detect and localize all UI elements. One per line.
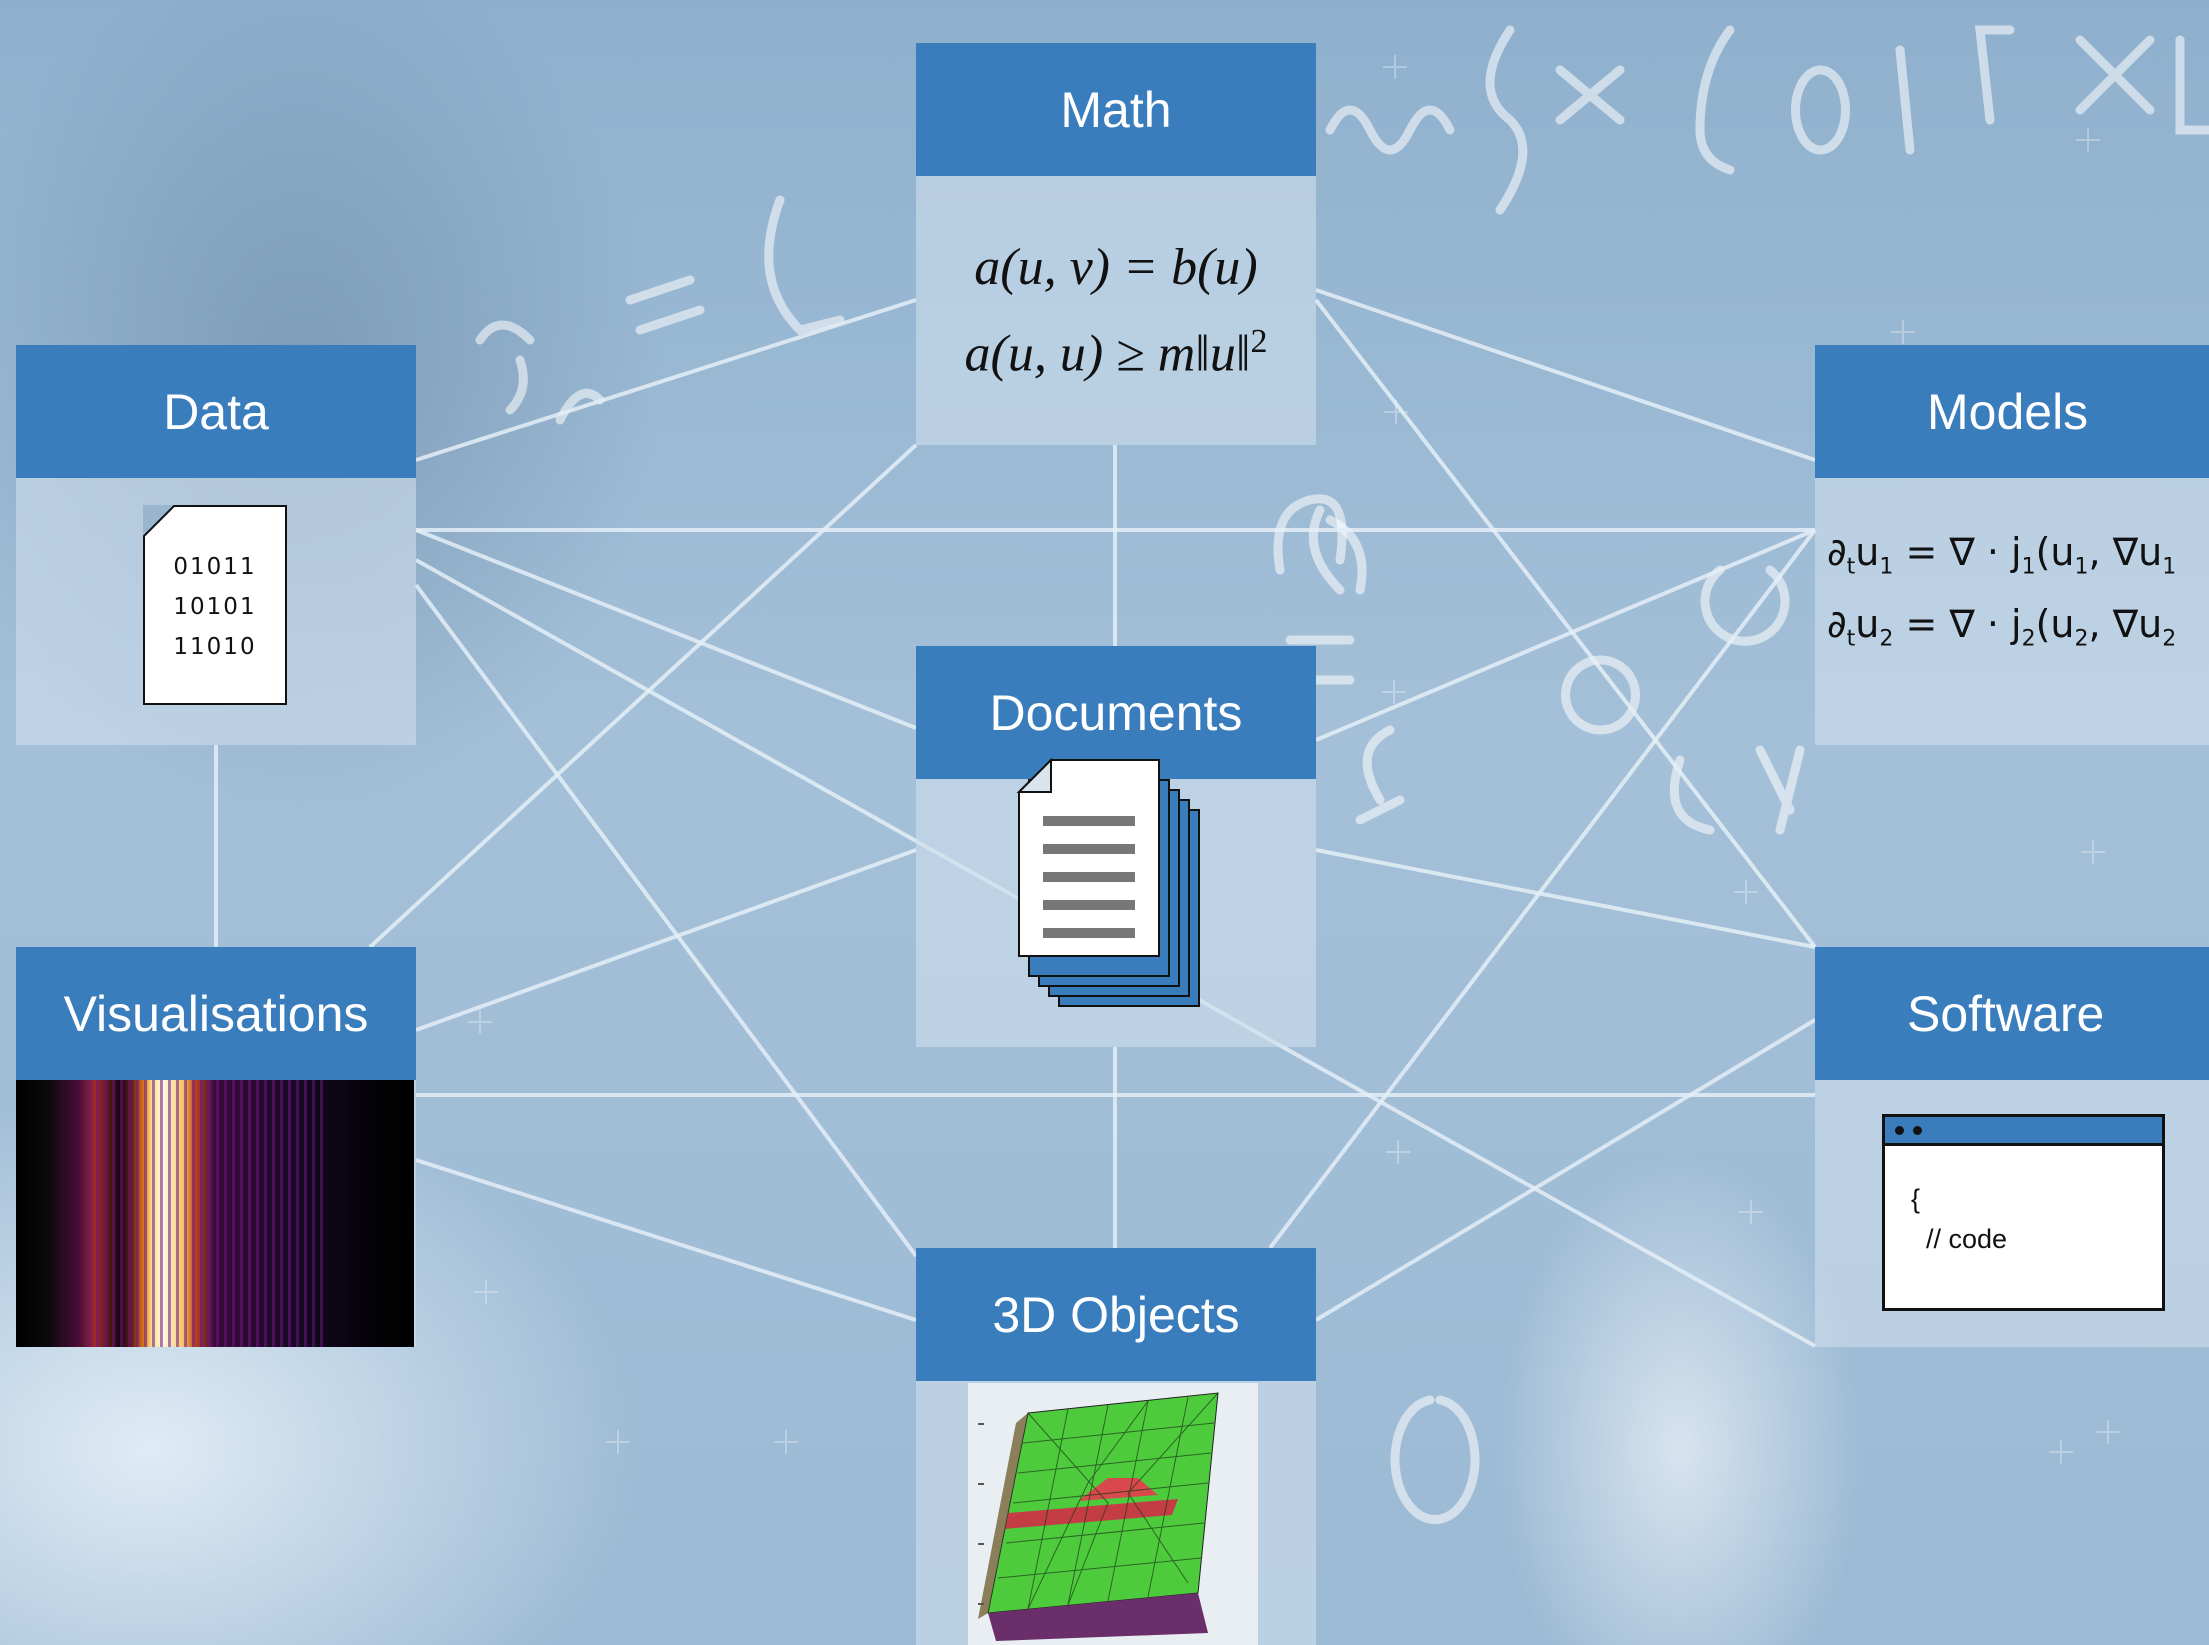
math-equation-line2: a(u, u) ≥ m‖u‖2 [916,305,1316,391]
3d-mesh-plot [968,1383,1258,1645]
3d-objects-node-title: 3D Objects [916,1248,1316,1381]
documents-node-title: Documents [916,646,1316,779]
binary-row: 10101 [173,594,257,620]
visualisations-node-title: Visualisations [16,947,416,1080]
math-equation-exponent: 2 [1250,323,1268,360]
binary-file-icon: 01011 10101 11010 [143,505,287,705]
visualisations-node: Visualisations [16,947,416,1347]
connector-line [415,528,917,730]
software-node-title: Software [1815,947,2209,1080]
data-node: Data 01011 10101 11010 [16,345,416,745]
connector-line [415,298,917,462]
software-node: Software { // code [1815,947,2209,1347]
connector-line [1314,1018,1817,1322]
math-equation-line2-lhs: a(u, u) ≥ m‖u‖ [964,325,1251,383]
code-window-icon: { // code [1882,1114,2165,1311]
connector-line [414,583,918,1258]
code-window-titlebar [1885,1117,2162,1146]
connector-line [415,848,917,1032]
connector-line [1314,298,1817,949]
math-node-title: Math [916,43,1316,176]
3d-objects-node: 3D Objects [916,1248,1316,1645]
connector-line [415,1158,917,1322]
window-dot [1913,1126,1922,1135]
models-node-title: Models [1815,345,2209,478]
binary-row: 01011 [173,554,257,580]
connector-line [1315,288,1816,462]
software-node-title-text: Software [1907,985,2105,1042]
documents-node: Documents [916,646,1316,1047]
binary-row: 11010 [173,634,257,660]
code-text: { // code [1911,1179,2007,1259]
connector-line [1268,528,1817,1250]
heatmap-visualisation [16,1080,414,1347]
connector-line [368,443,918,949]
models-node: Models ∂tu1 = ∇ · j1(u1, ∇u1 ∂tu2 = ∇ · … [1815,345,2209,745]
code-line: // code [1911,1224,2008,1254]
binary-digits: 01011 10101 11010 [145,547,285,667]
connector-line [1315,848,1816,949]
models-node-title-text: Models [1927,383,2089,440]
window-dot [1895,1126,1904,1135]
data-node-title: Data [16,345,416,478]
pde-equation-1: ∂tu1 = ∇ · j1(u1, ∇u1 [1827,530,2177,580]
document-stack-icon [1016,757,1200,1007]
pde-equation-2: ∂tu2 = ∇ · j2(u2, ∇u2 [1827,602,2177,652]
code-line: { [1911,1184,1921,1214]
math-equations: a(u, v) = b(u) a(u, u) ≥ m‖u‖2 [916,231,1316,391]
math-equation-line1: a(u, v) = b(u) [974,239,1258,296]
connector-line [1315,528,1816,742]
math-node: Math a(u, v) = b(u) a(u, u) ≥ m‖u‖2 [916,43,1316,445]
file-corner-fold [143,505,176,538]
